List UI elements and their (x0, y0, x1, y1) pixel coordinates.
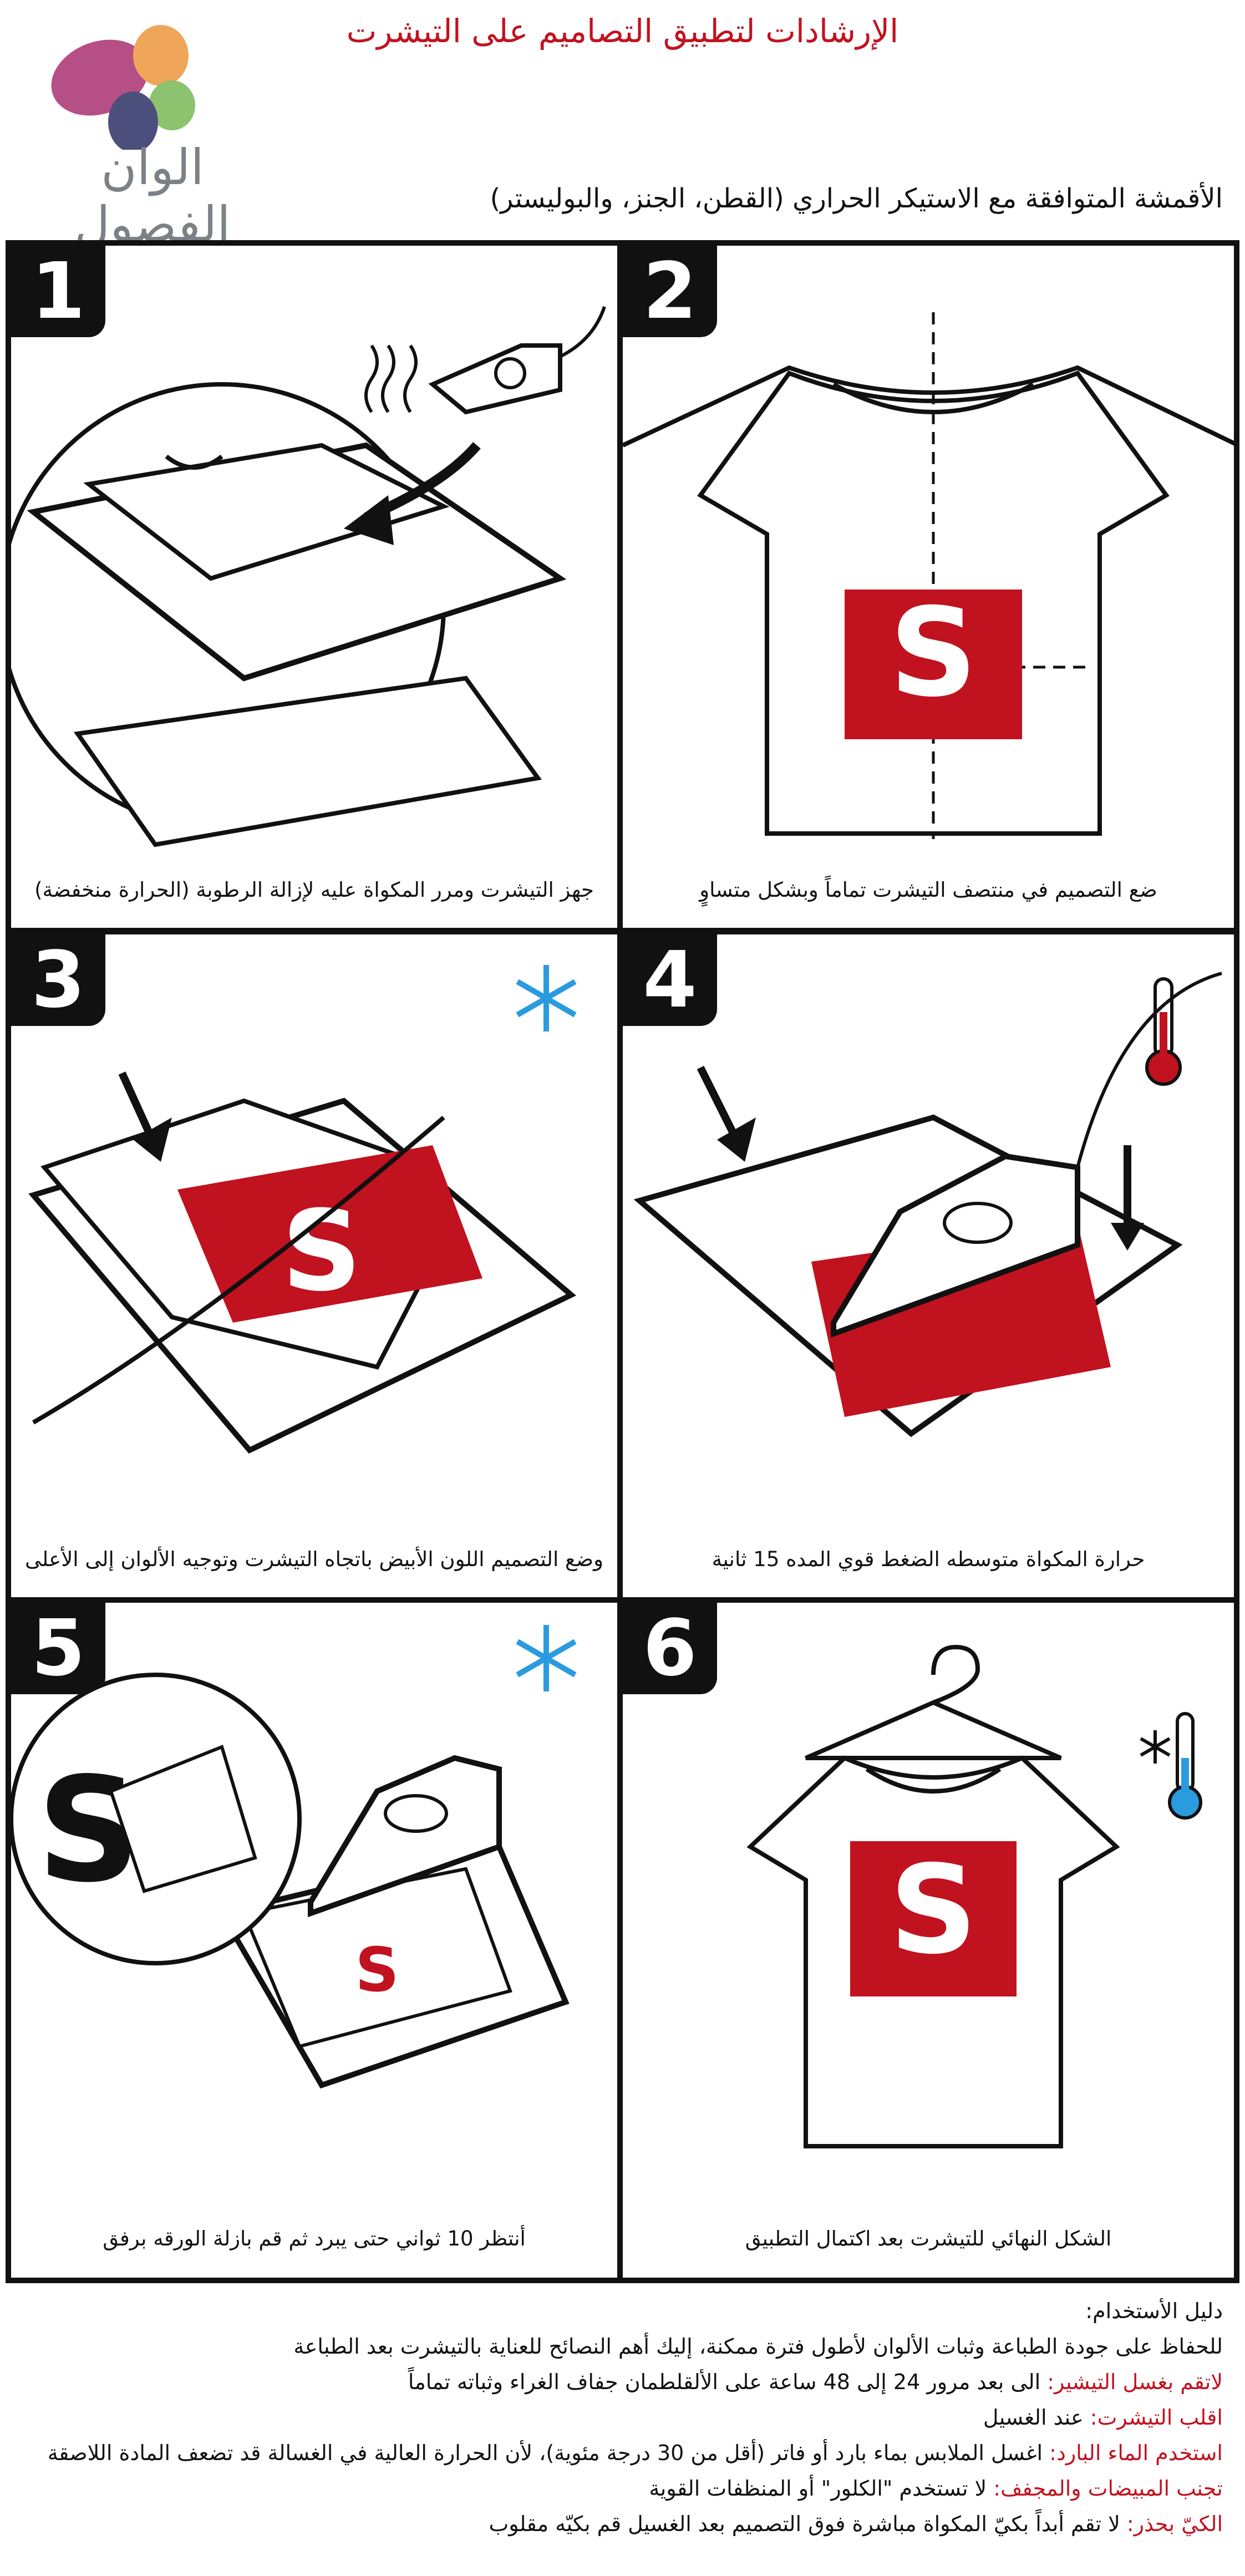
place-design-illustration: S (28, 965, 577, 1454)
step-caption: أنتظر 10 ثواني حتى يبرد ثم قم بازلة الور… (103, 2227, 526, 2250)
usage-tip: لاتقم بغسل التيشير: الى بعد مرور 24 إلى … (19, 2364, 1223, 2400)
usage-tip-text: لا تقم أبداً بكيّ المكواة مباشرة فوق الت… (489, 2512, 1127, 2536)
step-number-badge: 2 (623, 246, 717, 337)
usage-tip-text: عند الغسيل (983, 2405, 1090, 2430)
design-letter: S (890, 1839, 977, 1981)
usage-tip-text: اغسل الملابس بماء بارد أو فاتر (أقل من 3… (47, 2441, 1050, 2465)
usage-tip-text: لا تستخدم "الكلور" أو المنظفات القوية (649, 2476, 994, 2501)
usage-tip: الكيّ بحذر: لا تقم أبداً بكيّ المكواة مب… (19, 2506, 1223, 2542)
step-number-badge: 3 (11, 934, 105, 1026)
usage-tip: اقلب التيشرت: عند الغسيل (19, 2400, 1223, 2435)
step-panel-6: 6 S الشكل النهائي للتيشرت بعد اكتمال الت… (617, 1597, 1239, 2283)
design-letter: S (890, 582, 977, 724)
prepare-shirt-illustration (11, 306, 606, 847)
peel-paper-illustration: S S (11, 1625, 577, 2089)
center-design-illustration: S (623, 312, 1234, 839)
step-panel-3: 3 S وضع التصميم اللون الأبيض باتجاه التي… (6, 929, 623, 1603)
step-caption: وضع التصميم اللون الأبيض باتجاه التيشرت … (25, 1547, 603, 1571)
design-letter: S (355, 1934, 399, 2005)
thermometer-icon (1168, 1712, 1202, 1820)
usage-tip: تجنب المبيضات والمجفف: لا تستخدم "الكلور… (19, 2471, 1223, 2506)
step-panel-2: 2 S ضع التصميم في منتصف التيشرت تماماً و… (617, 240, 1239, 933)
usage-guide: دليل الأستخدام: للحفاظ على جودة الطباعة … (19, 2293, 1223, 2542)
usage-tip: استخدم الماء البارد: اغسل الملابس بماء ب… (19, 2435, 1223, 2471)
final-shirt-illustration: S (746, 1644, 1202, 2148)
butterfly-logo-icon (51, 25, 195, 153)
step-number-badge: 4 (623, 934, 717, 1026)
usage-tip-label: لاتقم بغسل التيشير: (1047, 2370, 1223, 2394)
snowflake-icon (516, 1625, 577, 1691)
step-panel-5: 5 S S أنتظر 10 ثواني حتى يبرد ثم قم بازل… (6, 1597, 623, 2283)
usage-tip-label: الكيّ بحذر: (1126, 2512, 1223, 2536)
step-caption: ضع التصميم في منتصف التيشرت تماماً وبشكل… (699, 878, 1157, 902)
usage-tip-label: استخدم الماء البارد: (1049, 2441, 1223, 2465)
step-caption: الشكل النهائي للتيشرت بعد اكتمال التطبيق (745, 2227, 1112, 2250)
usage-tip-text: الى بعد مرور 24 إلى 48 ساعة على الألقلطم… (408, 2370, 1048, 2394)
hanger-icon (805, 1644, 1062, 1760)
step-panel-4: 4 حرارة المكواة متوسطه الضغط قوي المده 1… (617, 929, 1239, 1603)
page-title: الإرشادات لتطبيق التصاميم على التيشرت (346, 12, 899, 50)
compatible-fabrics-note: الأقمشة المتوافقة مع الاستيكر الحراري (ا… (490, 183, 1223, 214)
usage-guide-intro: للحفاظ على جودة الطباعة وثبات الألوان لأ… (293, 2334, 1223, 2359)
step-caption: حرارة المكواة متوسطه الضغط قوي المده 15 … (712, 1547, 1145, 1571)
step-number-badge: 5 (11, 1603, 105, 1694)
press-iron-illustration (633, 972, 1222, 1437)
thermometer-icon (1145, 977, 1182, 1086)
snowflake-icon (516, 965, 577, 1032)
design-letter: S (282, 1187, 362, 1316)
brand-logo (22, 17, 288, 200)
usage-tip-label: تجنب المبيضات والمجفف: (993, 2476, 1223, 2501)
usage-tip-label: اقلب التيشرت: (1090, 2405, 1223, 2430)
step-panel-1: 1 جهز التيشرت ومرر المكواة عليه لإزالة ا… (6, 240, 623, 933)
usage-guide-title: دليل الأستخدام: (1085, 2299, 1223, 2323)
step-number-badge: 6 (623, 1603, 717, 1694)
step-number-badge: 1 (11, 246, 105, 337)
brand-logo-text: الوان الفصول (74, 139, 231, 253)
step-caption: جهز التيشرت ومرر المكواة عليه لإزالة الر… (34, 878, 594, 902)
snowflake-icon (1140, 1730, 1171, 1764)
